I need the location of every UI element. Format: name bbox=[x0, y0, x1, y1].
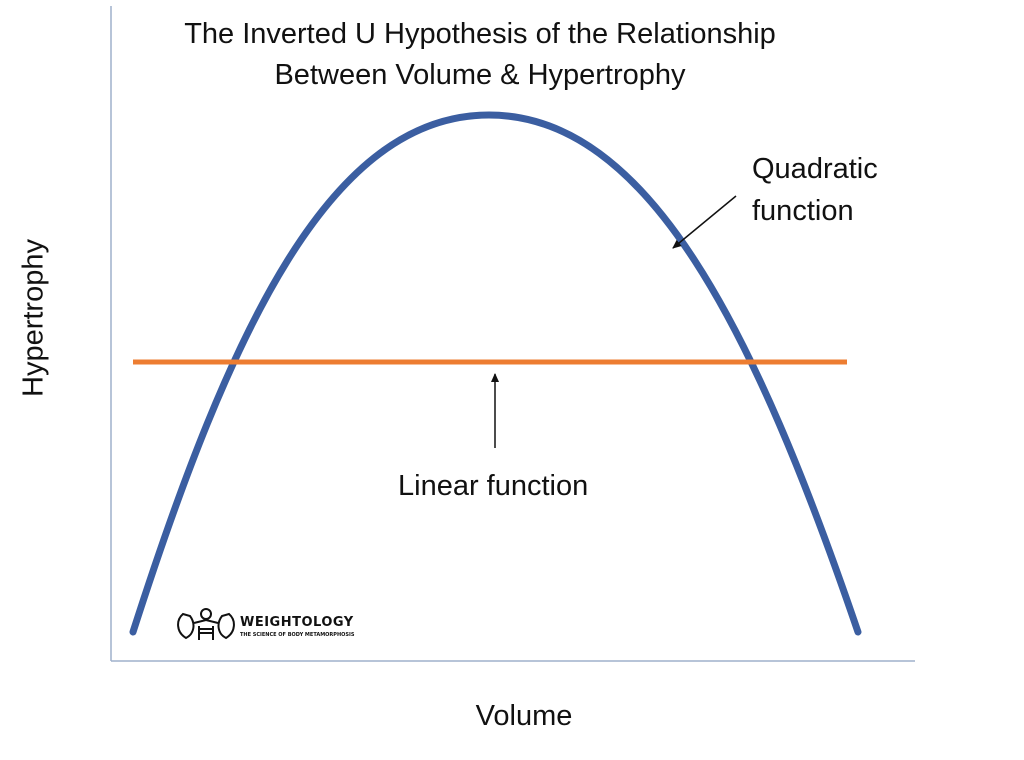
title-line-1: The Inverted U Hypothesis of the Relatio… bbox=[184, 18, 776, 50]
quadratic-label-line-2: function bbox=[752, 195, 854, 227]
logo-mark-icon bbox=[177, 608, 235, 640]
quadratic-arrow bbox=[672, 195, 737, 249]
quadratic-label-line-1: Quadratic bbox=[752, 153, 878, 185]
diagram-title: The Inverted U Hypothesis of the Relatio… bbox=[100, 14, 860, 96]
weightology-logo: WEIGHTOLOGY THE SCIENCE OF BODY METAMORP… bbox=[177, 608, 355, 640]
title-line-2: Between Volume & Hypertrophy bbox=[274, 59, 686, 91]
linear-label: Linear function bbox=[398, 470, 588, 502]
logo-wordmark: WEIGHTOLOGY bbox=[240, 615, 354, 630]
x-axis-label: Volume bbox=[475, 700, 573, 732]
quadratic-curve bbox=[129, 111, 862, 636]
logo-tagline: THE SCIENCE OF BODY METAMORPHOSIS bbox=[240, 632, 355, 638]
